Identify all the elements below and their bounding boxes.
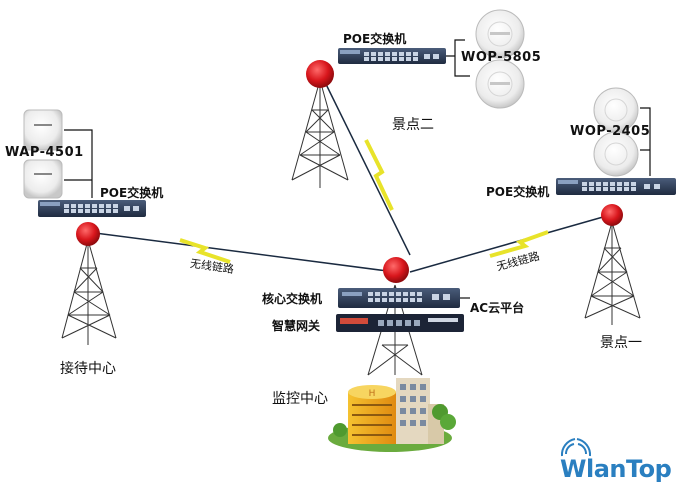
svg-text:H: H <box>369 389 376 399</box>
poe-switch-right <box>556 107 676 195</box>
ap-top-group <box>475 9 525 109</box>
monitoring-center-label: 监控中心 <box>272 391 328 407</box>
ap-left-group <box>23 109 63 199</box>
red-antenna-ball <box>306 60 334 88</box>
ap-top-model-label: WOP-5805 <box>461 50 542 65</box>
reception-label: 接待中心 <box>60 361 116 377</box>
ceiling-ap <box>475 59 525 109</box>
monitoring-building: H <box>328 378 456 452</box>
ap-right-group <box>593 87 639 177</box>
ap-left-model-label: WAP-4501 <box>5 145 84 160</box>
brand-logo-text: WlanTop <box>560 455 672 483</box>
smart-gateway <box>336 314 464 332</box>
wall-ap <box>23 109 63 151</box>
ac-cloud-label: AC云平台 <box>470 301 525 315</box>
poe-switch-top-label: POE交换机 <box>343 32 407 46</box>
red-antenna-ball <box>383 257 409 283</box>
ceiling-ap <box>593 131 639 177</box>
tower-left <box>61 222 117 345</box>
ceiling-ap <box>593 87 639 133</box>
core-switch-label: 核心交换机 <box>262 292 323 306</box>
ap-right-model-label: WOP-2405 <box>570 124 651 139</box>
ceiling-ap <box>475 9 525 59</box>
poe-switch-top <box>338 39 470 77</box>
site-one-label: 景点一 <box>600 335 642 351</box>
tower-top <box>291 60 349 188</box>
wireless-links <box>94 71 611 273</box>
wifi-logo-icon <box>560 438 592 457</box>
poe-switch-left-label: POE交换机 <box>100 186 164 200</box>
core-switch <box>338 288 460 308</box>
poe-switch-right-label: POE交换机 <box>486 185 550 199</box>
poe-switch-left <box>38 129 146 217</box>
smart-gateway-label: 智慧网关 <box>272 319 321 333</box>
red-antenna-ball <box>601 204 623 226</box>
tower-right <box>584 204 641 325</box>
red-antenna-ball <box>76 222 100 246</box>
site-two-label: 景点二 <box>392 117 434 133</box>
wall-ap <box>23 159 63 199</box>
